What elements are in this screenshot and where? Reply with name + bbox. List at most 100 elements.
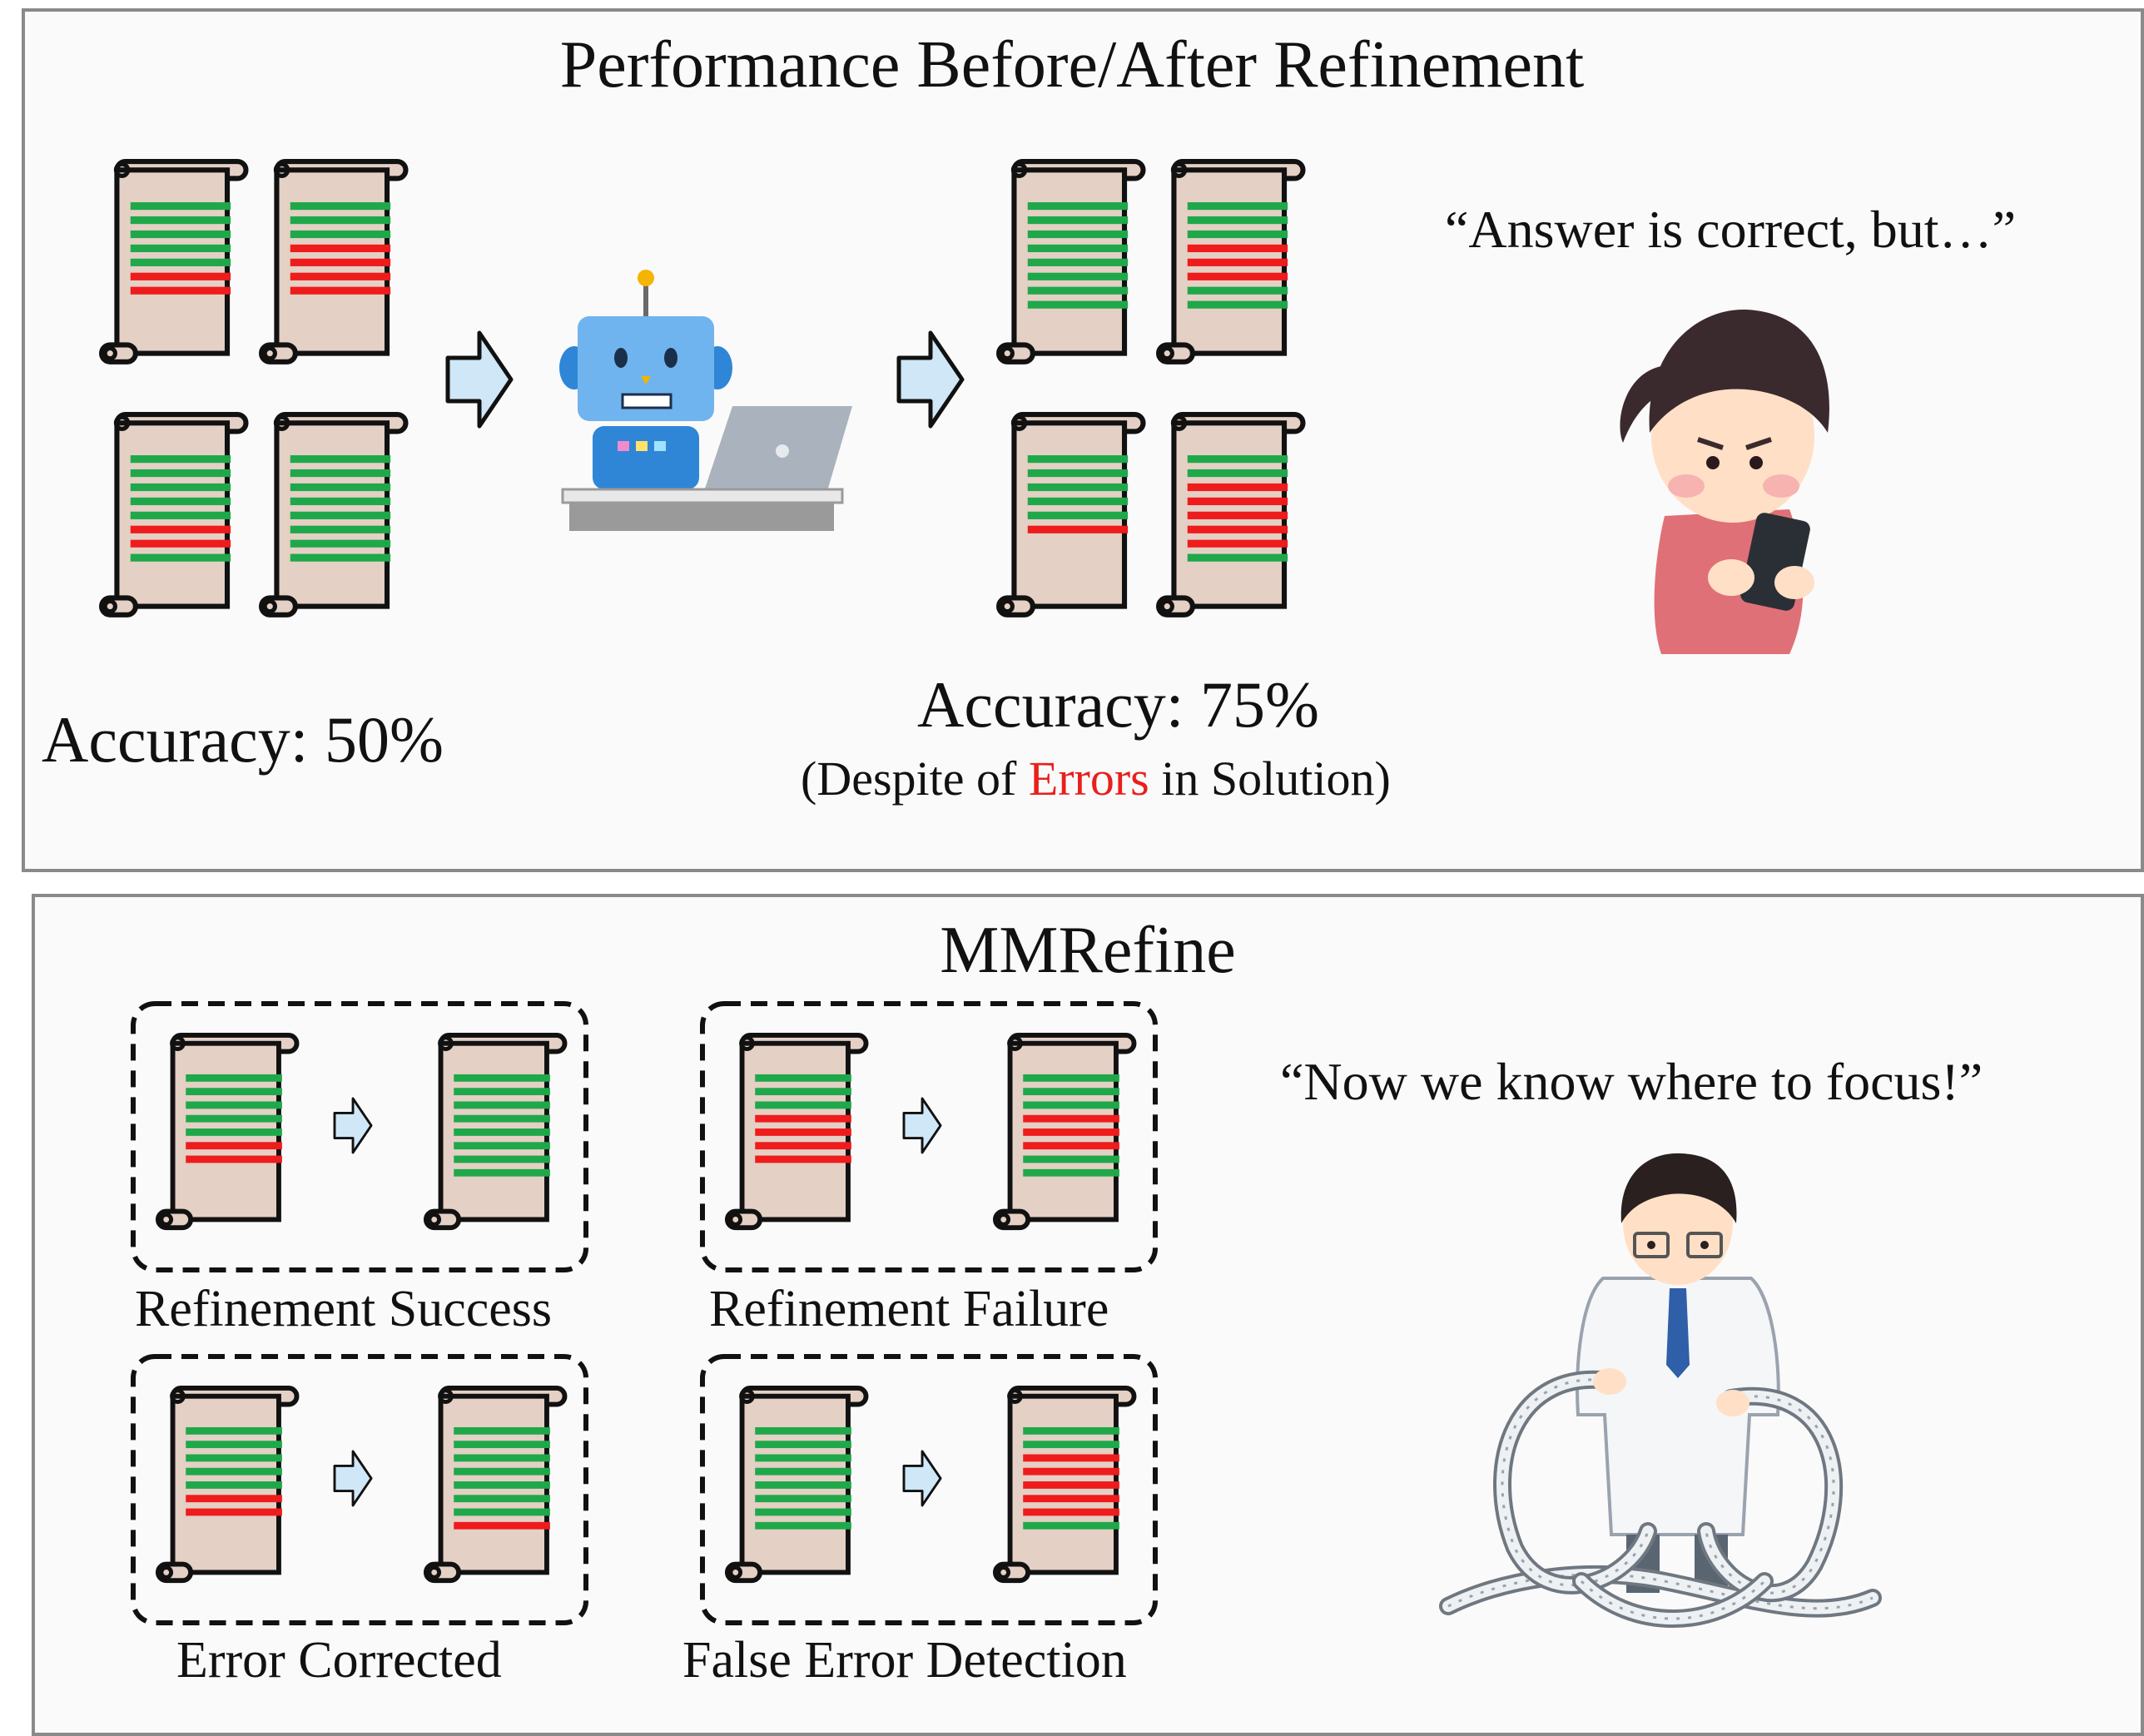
scroll-icon [992,1032,1137,1231]
correct-line [454,1495,550,1503]
correct-line [1187,455,1288,464]
correct-line [1027,286,1129,295]
error-line [1187,539,1288,548]
correct-line [1023,1074,1119,1082]
correct-line [130,258,231,266]
case-box-refinement-success [131,1001,588,1272]
correct-line [1027,216,1129,225]
correct-line [130,202,231,211]
error-line [290,258,391,266]
correct-line [755,1454,851,1462]
scroll-icon [155,1385,300,1584]
error-line [1023,1481,1119,1489]
correct-line [454,1454,550,1462]
girl-with-phone-icon [1620,309,1829,654]
correct-line [1027,497,1129,506]
student-quote: “Answer is correct, but…” [1445,200,2016,259]
correct-line [130,483,231,492]
error-line [1023,1495,1119,1503]
arrow-right-icon [902,1450,942,1507]
accuracy-after-label: Accuracy: 75% [917,668,1319,741]
correct-line [454,1467,550,1476]
correct-line [1027,300,1129,309]
error-line [1023,1142,1119,1150]
scroll-icon [423,1032,568,1231]
error-line [130,272,231,280]
error-line [1023,1128,1119,1136]
error-line [186,1142,282,1150]
correct-line [186,1114,282,1123]
scroll-icon [992,1385,1137,1584]
arrow-right-icon [333,1097,373,1154]
correct-line [755,1495,851,1503]
correct-line [454,1074,550,1082]
case-box-error-corrected [131,1354,588,1625]
scroll-icon [423,1385,568,1584]
correct-line [454,1481,550,1489]
error-line [1187,511,1288,519]
correct-line [454,1101,550,1109]
correct-line [454,1128,550,1136]
correct-line [1027,469,1129,478]
scroll-icon [996,159,1146,365]
correct-line [755,1101,851,1109]
correct-line [186,1128,282,1136]
error-line [186,1495,282,1503]
correct-line [290,469,391,478]
error-line [186,1155,282,1163]
correct-line [1187,553,1288,562]
correct-line [290,455,391,464]
arrow-right-icon [896,330,965,429]
arrow-right-icon [902,1097,942,1154]
correct-line [1027,244,1129,253]
error-line [130,286,231,295]
correct-line [290,216,391,225]
correct-line [1023,1088,1119,1096]
correct-line [186,1441,282,1449]
correct-line [186,1467,282,1476]
correct-line [1023,1155,1119,1163]
bottom-panel-title: MMRefine [940,914,1236,987]
correct-line [290,483,391,492]
scroll-icon [155,1032,300,1231]
error-line [1023,1454,1119,1462]
error-line [290,244,391,253]
correct-line [1027,258,1129,266]
correct-line [130,511,231,519]
note-close: in Solution) [1149,751,1391,806]
correct-line [186,1481,282,1489]
correct-line [1187,230,1288,239]
correct-line [130,216,231,225]
error-line [290,286,391,295]
scroll-icon [259,412,409,618]
error-line [1187,497,1288,506]
correct-line [755,1088,851,1096]
correct-line [1023,1426,1119,1435]
correct-line [130,244,231,253]
case-label-error-corrected: Error Corrected [176,1632,502,1689]
correct-line [186,1454,282,1462]
scientist-quote: “Now we know where to focus!” [1280,1052,1983,1111]
error-line [1187,272,1288,280]
correct-line [290,525,391,533]
correct-line [1027,272,1129,280]
accuracy-after-note: (Despite of Errors in Solution) [801,755,1391,803]
correct-line [454,1114,550,1123]
correct-line [1027,483,1129,492]
correct-line [186,1426,282,1435]
accuracy-before-label: Accuracy: 50% [42,703,444,776]
correct-line [186,1074,282,1082]
error-line [186,1508,282,1516]
case-label-refinement-success: Refinement Success [135,1281,553,1337]
error-line [1023,1508,1119,1516]
correct-line [1027,511,1129,519]
scroll-icon [99,412,249,618]
correct-line [755,1441,851,1449]
top-panel-title: Performance Before/After Refinement [559,28,1585,102]
error-line [1187,483,1288,492]
scroll-icon [724,1385,869,1584]
correct-line [290,511,391,519]
error-line [130,539,231,548]
correct-line [755,1481,851,1489]
